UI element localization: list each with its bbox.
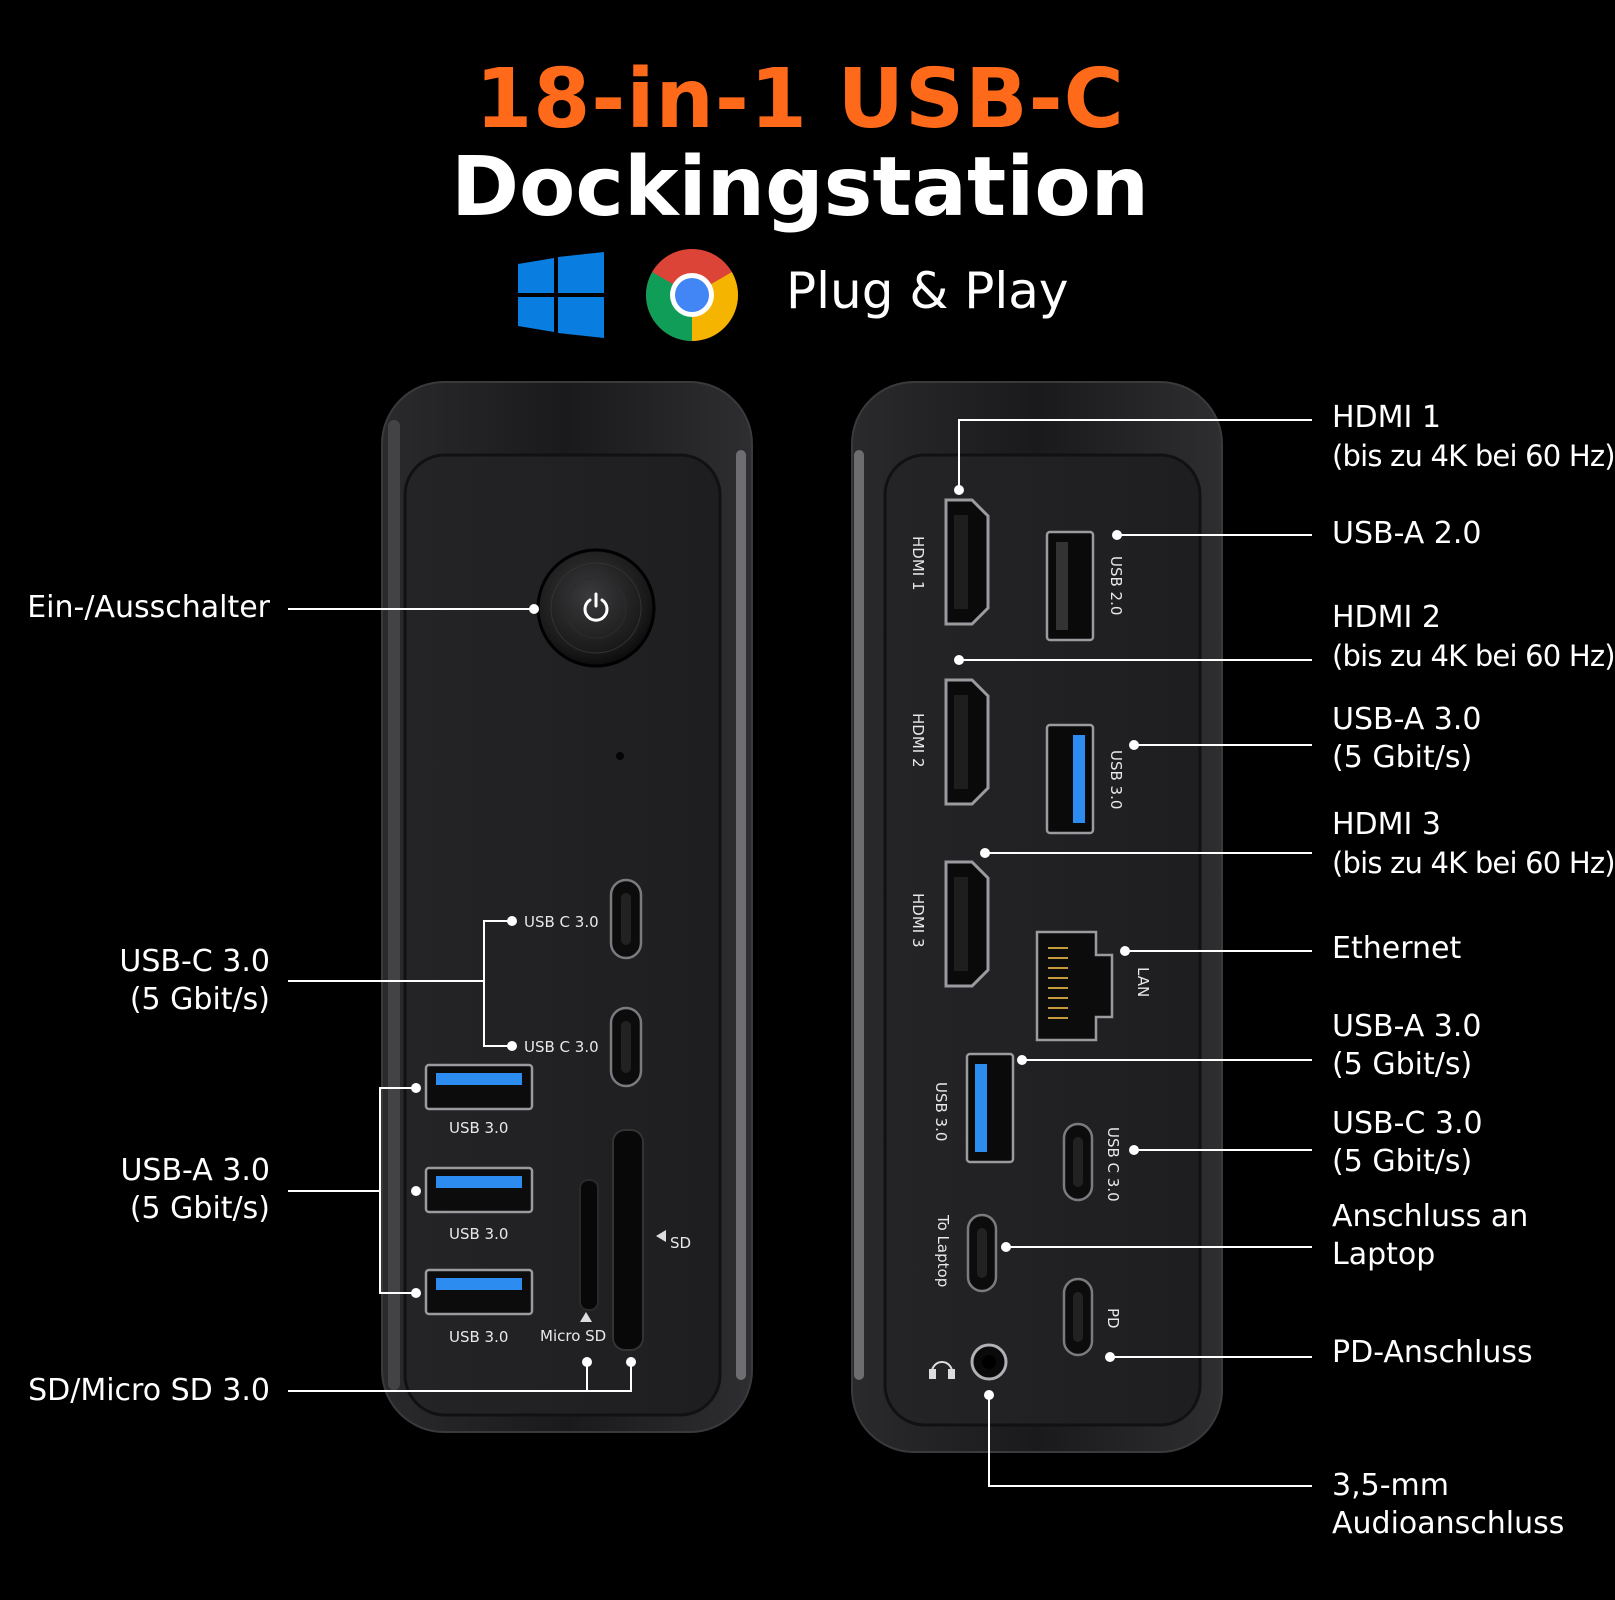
usb30-port-right-a[interactable] <box>1045 723 1095 835</box>
port-label-usb20: USB 2.0 <box>1107 556 1125 615</box>
to-laptop-port[interactable] <box>966 1213 998 1293</box>
callout-usba30-a: USB-A 3.0 (5 Gbit/s) <box>1332 701 1482 777</box>
left-callout-lines <box>288 608 632 1392</box>
hdmi-port-3[interactable] <box>944 860 990 988</box>
callout-hdmi3-line2: (bis zu 4K bei 60 Hz) <box>1332 846 1615 880</box>
callout-left-usbc: USB-C 3.0 (5 Gbit/s) <box>119 943 270 1019</box>
port-label-usbc-1: USB C 3.0 <box>524 913 599 931</box>
left-device <box>381 381 753 1433</box>
port-label-hdmi2: HDMI 2 <box>909 713 927 768</box>
right-callout-lines <box>958 419 1312 1487</box>
port-label-micro-sd: Micro SD <box>540 1327 606 1345</box>
callout-audio-line1: 3,5-mm <box>1332 1468 1449 1503</box>
callout-hdmi1-line1: HDMI 1 <box>1332 400 1442 435</box>
pd-port[interactable] <box>1062 1277 1094 1357</box>
usbc-port-right[interactable] <box>1062 1122 1094 1202</box>
right-callout-dots <box>954 485 1139 1400</box>
callout-usbc30: USB-C 3.0 (5 Gbit/s) <box>1332 1105 1483 1181</box>
usba-port-left-2[interactable] <box>424 1166 534 1214</box>
callout-usbc30-line2: (5 Gbit/s) <box>1332 1144 1473 1179</box>
micro-sd-arrow-icon <box>580 1312 592 1322</box>
port-label-usba-3: USB 3.0 <box>449 1328 508 1346</box>
title-line-2: Dockingstation <box>450 140 1150 235</box>
title-line-1: 18-in-1 USB-C <box>475 52 1125 147</box>
port-label-usba-1: USB 3.0 <box>449 1119 508 1137</box>
callout-laptop-line1: Anschluss an <box>1332 1199 1529 1234</box>
hdmi-port-2[interactable] <box>944 678 990 806</box>
callout-hdmi2-line1: HDMI 2 <box>1332 600 1442 635</box>
callout-left-usba-line1: USB-A 3.0 <box>120 1153 270 1188</box>
audio-jack[interactable] <box>970 1343 1008 1381</box>
headphone-icon <box>929 1361 955 1379</box>
callout-hdmi1-line2: (bis zu 4K bei 60 Hz) <box>1332 439 1615 473</box>
chrome-icon <box>646 249 738 341</box>
hdmi-port-1[interactable] <box>944 498 990 626</box>
callout-left-usbc-line2: (5 Gbit/s) <box>129 982 270 1017</box>
windows-icon <box>518 252 604 338</box>
port-label-hdmi1: HDMI 1 <box>909 536 927 591</box>
callout-hdmi3: HDMI 3 (bis zu 4K bei 60 Hz) <box>1332 806 1615 882</box>
callout-left-usba-line2: (5 Gbit/s) <box>129 1191 270 1226</box>
port-label-usb30-b: USB 3.0 <box>932 1082 950 1141</box>
plug-and-play-label: Plug & Play <box>786 262 1069 320</box>
port-label-lan: LAN <box>1134 967 1152 997</box>
power-button[interactable] <box>536 548 656 668</box>
port-label-sd: SD <box>670 1234 691 1252</box>
usb30-port-right-b[interactable] <box>965 1052 1015 1164</box>
callout-laptop-line2: Laptop <box>1332 1237 1436 1272</box>
right-device <box>851 381 1223 1453</box>
sd-slot[interactable] <box>612 1129 644 1351</box>
port-label-usbc30: USB C 3.0 <box>1104 1127 1122 1202</box>
callout-audio-line2: Audioanschluss <box>1332 1506 1565 1541</box>
callout-laptop: Anschluss an Laptop <box>1332 1198 1528 1274</box>
usba-port-left-3[interactable] <box>424 1268 534 1316</box>
port-label-usb30-a: USB 3.0 <box>1107 750 1125 809</box>
callout-audio: 3,5-mm Audioanschluss <box>1332 1467 1564 1543</box>
port-label-hdmi3: HDMI 3 <box>909 893 927 948</box>
callout-ethernet: Ethernet <box>1332 931 1462 966</box>
callout-sd-card: SD/Micro SD 3.0 <box>28 1373 270 1408</box>
callout-pd: PD-Anschluss <box>1332 1335 1533 1370</box>
port-label-to-laptop: To Laptop <box>934 1214 952 1287</box>
callout-left-usba: USB-A 3.0 (5 Gbit/s) <box>120 1152 270 1228</box>
callout-hdmi2: HDMI 2 (bis zu 4K bei 60 Hz) <box>1332 599 1615 675</box>
callout-hdmi2-line2: (bis zu 4K bei 60 Hz) <box>1332 639 1615 673</box>
callout-usba30-b-line1: USB-A 3.0 <box>1332 1009 1482 1044</box>
port-label-pd: PD <box>1104 1308 1122 1329</box>
callout-hdmi3-line1: HDMI 3 <box>1332 807 1442 842</box>
usba-port-left-1[interactable] <box>424 1063 534 1111</box>
callout-usba30-a-line1: USB-A 3.0 <box>1332 702 1482 737</box>
callout-hdmi1: HDMI 1 (bis zu 4K bei 60 Hz) <box>1332 399 1615 475</box>
usb20-port[interactable] <box>1045 530 1095 642</box>
port-label-usbc-2: USB C 3.0 <box>524 1038 599 1056</box>
callout-left-usbc-line1: USB-C 3.0 <box>119 944 270 979</box>
port-label-usba-2: USB 3.0 <box>449 1225 508 1243</box>
usbc-port-left-2[interactable] <box>609 1006 643 1088</box>
sd-arrow-icon <box>656 1230 666 1242</box>
callout-power-switch: Ein-/Ausschalter <box>27 590 270 625</box>
ethernet-port[interactable] <box>1035 930 1114 1042</box>
usbc-port-left-1[interactable] <box>609 878 643 960</box>
micro-sd-slot[interactable] <box>579 1179 599 1311</box>
callout-usba30-b-line2: (5 Gbit/s) <box>1332 1047 1473 1082</box>
callout-usba20: USB-A 2.0 <box>1332 516 1482 551</box>
callout-usba30-b: USB-A 3.0 (5 Gbit/s) <box>1332 1008 1482 1084</box>
callout-usbc30-line1: USB-C 3.0 <box>1332 1106 1483 1141</box>
left-callout-dots <box>411 604 636 1367</box>
callout-usba30-a-line2: (5 Gbit/s) <box>1332 740 1473 775</box>
led-indicator <box>616 752 624 760</box>
